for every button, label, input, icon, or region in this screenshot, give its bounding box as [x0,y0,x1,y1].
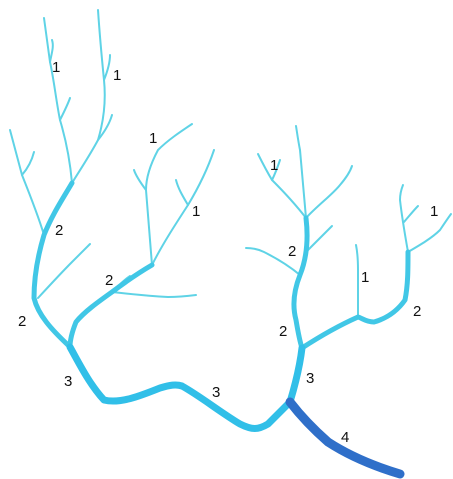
stream-order-1 [98,115,112,140]
stream-order-1 [308,226,332,250]
stream-order-label: 2 [279,323,287,340]
stream-order-1 [38,244,90,298]
stream-order-label: 4 [341,429,349,446]
stream-order-label: 1 [361,269,369,286]
stream-order-2 [302,252,408,348]
stream-order-1 [104,55,110,80]
stream-order-label: 2 [288,243,296,260]
order-1-streams [10,10,451,317]
stream-order-label: 1 [149,130,157,147]
stream-order-label: 1 [52,59,60,76]
stream-order-1 [176,180,188,205]
stream-order-2 [34,183,72,345]
stream-order-label: 1 [192,203,200,220]
stream-order-label: 1 [430,203,438,220]
stream-order-1 [72,10,105,183]
stream-order-label: 3 [64,373,72,390]
stream-order-1 [356,245,358,317]
stream-order-label: 3 [212,384,220,401]
order-2-streams [34,183,408,348]
stream-order-label: 2 [18,313,26,330]
stream-order-label: 2 [413,303,421,320]
stream-order-label: 3 [306,370,314,387]
stream-order-3 [290,348,302,402]
stream-order-1 [258,154,306,218]
stream-order-label: 2 [105,272,113,289]
stream-order-1 [10,130,44,235]
stream-order-label: 1 [270,157,278,174]
stream-order-2 [294,218,307,348]
stream-order-label: 1 [113,67,121,84]
stream-order-1 [152,150,214,265]
stream-order-1 [134,170,146,190]
stream-order-1 [296,126,306,218]
stream-order-label: 2 [55,222,63,239]
stream-order-1 [404,206,418,222]
stream-order-1 [60,98,70,120]
stream-order-1 [22,152,34,175]
stream-order-1 [112,292,196,297]
stream-order-1 [306,166,352,218]
stream-order-1 [44,18,72,183]
stream-order-3 [70,347,290,429]
order-3-streams [70,347,302,429]
